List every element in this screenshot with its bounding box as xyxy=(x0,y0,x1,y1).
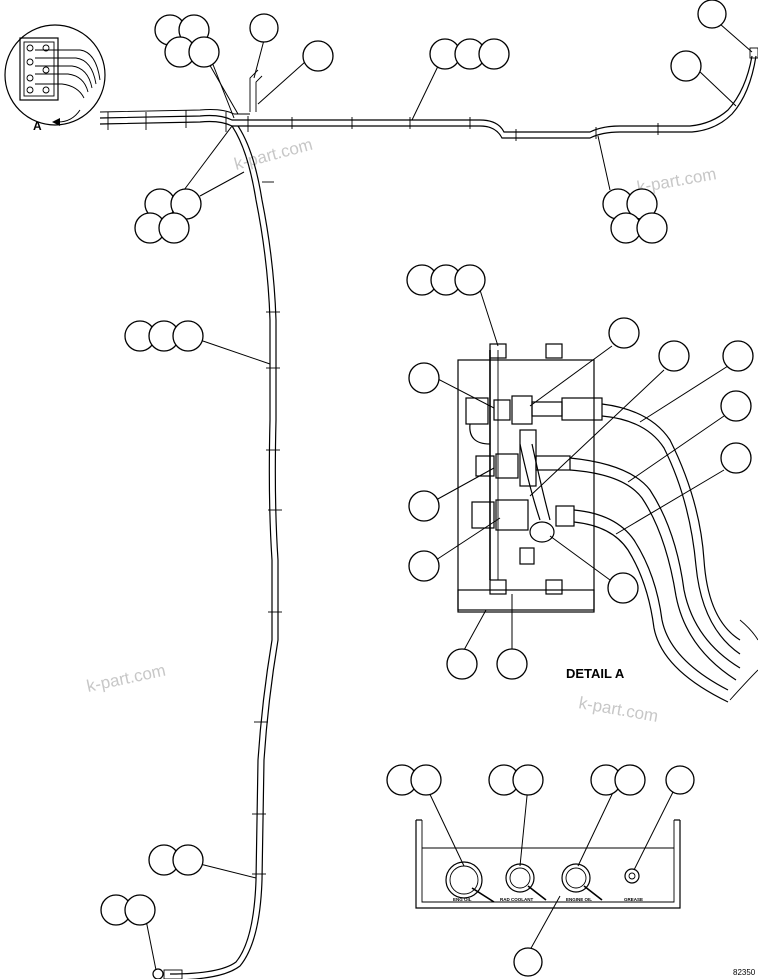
engine-oil-gauge xyxy=(445,861,483,899)
panel-label: GREASE xyxy=(624,897,643,902)
view-label: A xyxy=(33,119,42,133)
hose-bundle xyxy=(99,47,758,979)
panel-label: ENG OIL xyxy=(453,897,472,902)
detail-a-locator xyxy=(4,24,106,126)
figure-number: 82350 xyxy=(733,968,756,977)
view-arrow xyxy=(57,109,81,123)
watermark: k-part.com xyxy=(232,135,314,174)
detail-a xyxy=(457,343,758,703)
callout-bubbles xyxy=(100,0,754,977)
callout-leaders xyxy=(145,23,753,971)
gauge-panel xyxy=(415,819,681,909)
panel-label: ENGINE OIL xyxy=(566,897,592,902)
watermark: k-part.com xyxy=(577,693,659,726)
panel-label: RAD COOLANT xyxy=(500,897,533,902)
hose-end-fitting xyxy=(749,47,758,59)
detail-a-title: DETAIL A xyxy=(566,666,625,681)
view-arrow-head xyxy=(52,118,60,126)
watermark: k-part.com xyxy=(85,661,167,696)
engine-oil-gauge xyxy=(561,863,591,893)
grease-fitting xyxy=(624,868,640,884)
hose-end-fitting xyxy=(152,968,164,979)
